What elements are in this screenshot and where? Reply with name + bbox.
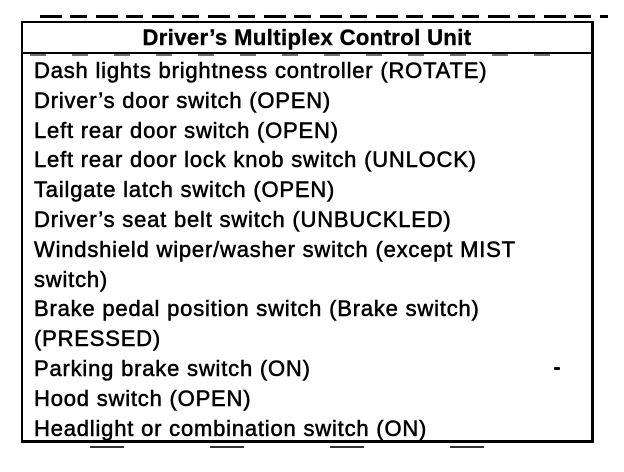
scan-noise-top-line [40,15,608,18]
table-row: Tailgate latch switch (OPEN) [34,177,336,203]
table-row: Hood switch (OPEN) [34,385,252,411]
table-row: Brake pedal position switch (Brake switc… [34,296,480,352]
table-row: Left rear door switch (OPEN) [34,117,339,143]
table-row: Dash lights brightness controller (ROTAT… [34,58,488,83]
table-row: Parking brake switch (ON) [34,355,311,381]
scan-noise-dash [554,367,560,370]
table-row: Driver’s seat belt switch (UNBUCKLED) [34,206,452,232]
table-title: Driver’s Multiplex Control Unit [23,23,591,54]
scan-noise-header-line [30,54,570,56]
multiplex-control-unit-table: Driver’s Multiplex Control Unit Dash lig… [21,21,594,443]
scan-noise-bottom-line [90,446,570,448]
table-row: Left rear door lock knob switch (UNLOCK) [34,147,477,173]
table-row: Windshield wiper/washer switch (except M… [34,236,516,292]
table-body: Dash lights brightness controller (ROTAT… [23,54,591,443]
table-row: Driver’s door switch (OPEN) [34,87,332,113]
table-row: Headlight or combination switch (ON) [34,415,428,441]
